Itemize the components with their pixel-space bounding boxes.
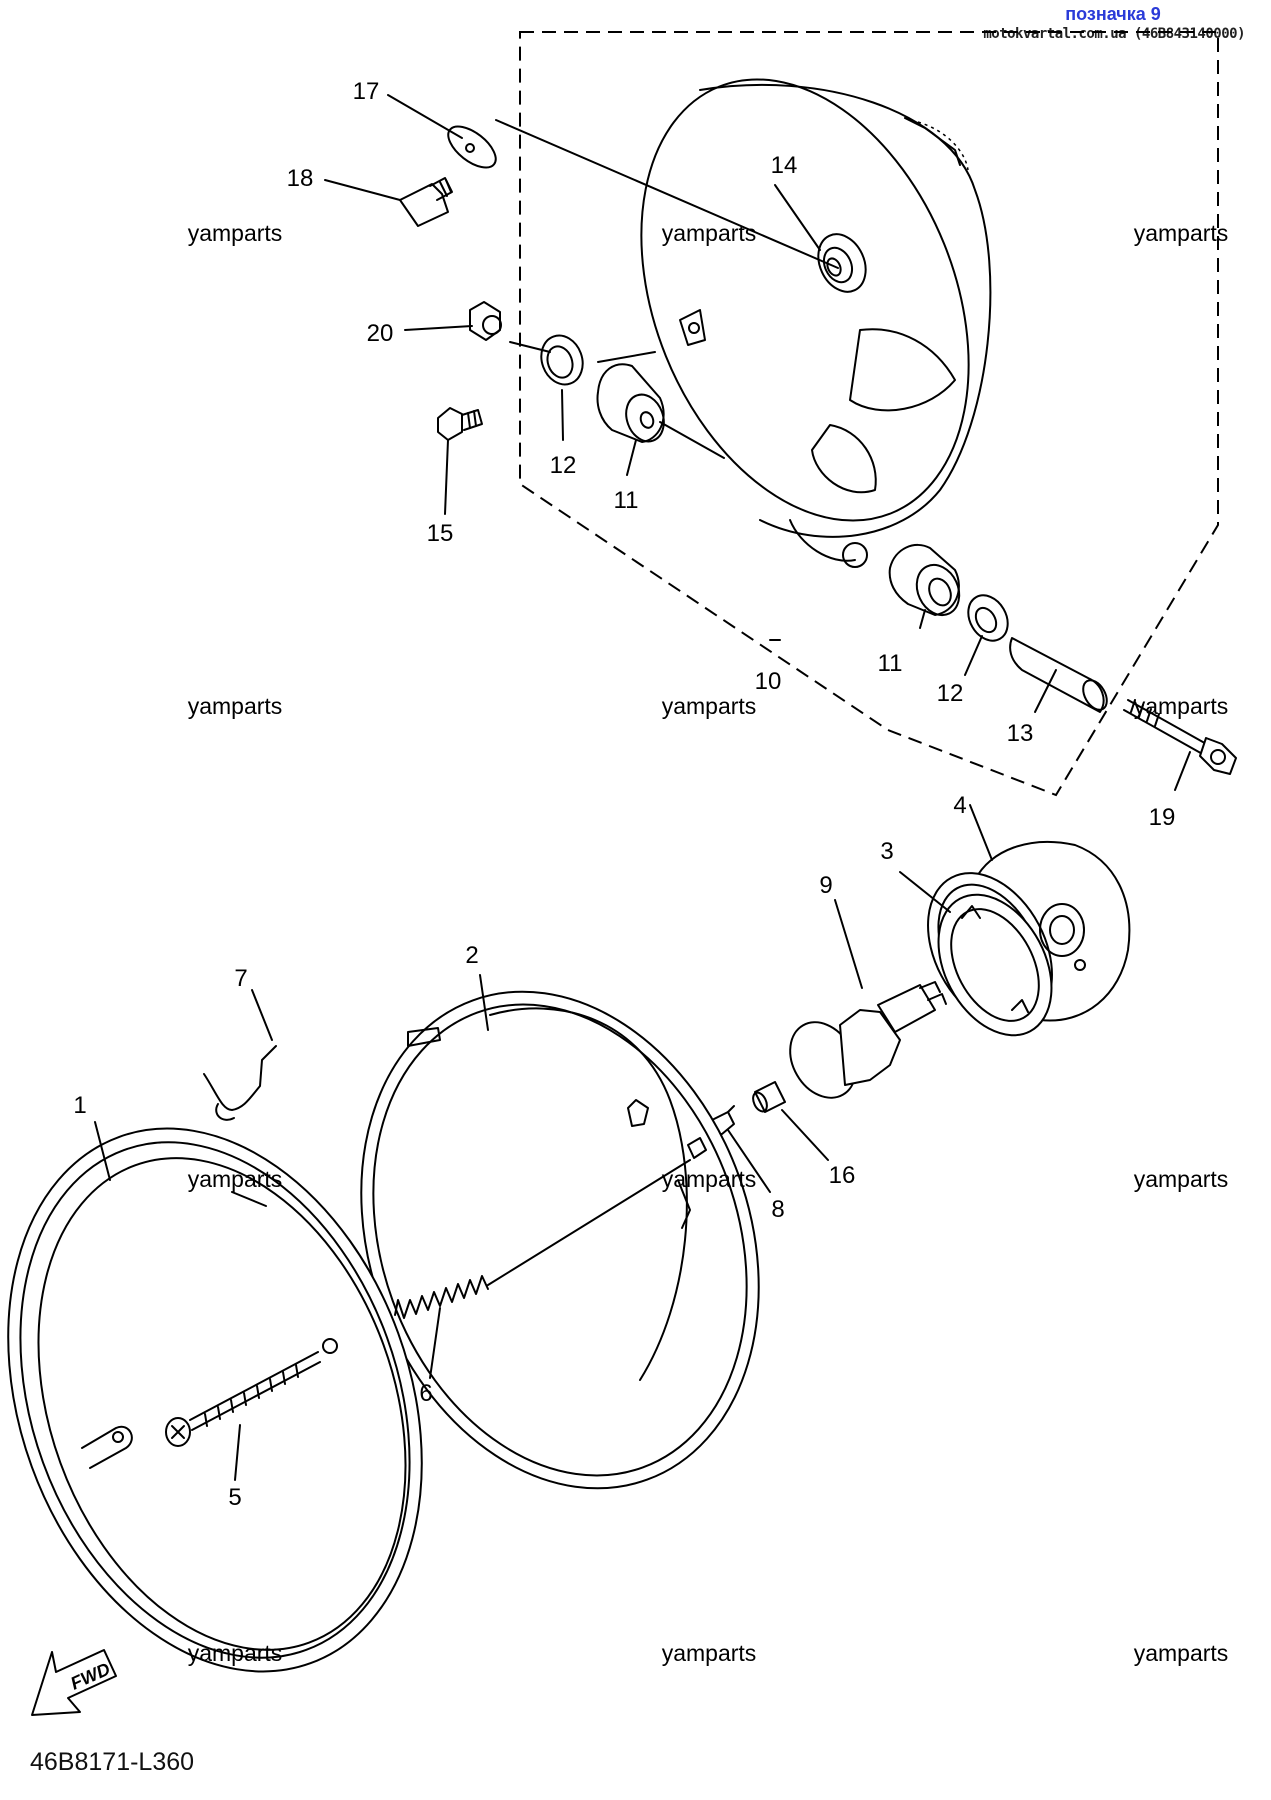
part-13-collar bbox=[1009, 637, 1108, 713]
callout-11-lower: 11 bbox=[877, 650, 903, 677]
callout-16: 16 bbox=[828, 1162, 856, 1189]
part-5-screw bbox=[165, 1351, 321, 1447]
part-10-headlight-housing bbox=[640, 78, 992, 568]
part-14-grommet bbox=[817, 233, 867, 293]
watermark: yamparts bbox=[661, 1640, 757, 1666]
callout-15: 15 bbox=[426, 520, 454, 547]
part-12-bushing-upper bbox=[540, 334, 584, 386]
callout-4: 4 bbox=[953, 792, 967, 819]
callout-6: 6 bbox=[419, 1380, 433, 1407]
fwd-arrow-icon: FWD bbox=[31, 1649, 117, 1716]
diagram-code: 46B8171-L360 bbox=[30, 1748, 195, 1776]
callout-1: 1 bbox=[73, 1092, 87, 1119]
part-1-rim bbox=[7, 1127, 423, 1673]
part-16-cap bbox=[752, 1081, 786, 1113]
part-19-bolt bbox=[1123, 699, 1237, 775]
part-12-bushing-lower bbox=[967, 594, 1009, 642]
watermark: yamparts bbox=[1133, 693, 1229, 719]
watermark: yamparts bbox=[1133, 1640, 1229, 1666]
part-7-clip bbox=[203, 1045, 277, 1121]
part-18-screw bbox=[399, 177, 453, 227]
part-11-mount-lower bbox=[888, 543, 961, 617]
callout-10: 10 bbox=[754, 668, 782, 695]
watermark: yamparts bbox=[661, 1166, 757, 1192]
part-3-bulb-holder bbox=[937, 893, 1053, 1037]
source-caption: motokvartal.com.ua (46B843140000) bbox=[983, 26, 1245, 42]
part-15-bolt bbox=[437, 407, 483, 441]
callout-14: 14 bbox=[770, 152, 798, 179]
watermark: yamparts bbox=[1133, 1166, 1229, 1192]
watermark: yamparts bbox=[661, 220, 757, 246]
callout-2: 2 bbox=[465, 942, 479, 969]
callout-9: 9 bbox=[819, 872, 833, 899]
watermark: yamparts bbox=[187, 1640, 283, 1666]
callout-17: 17 bbox=[352, 78, 380, 105]
callout-13: 13 bbox=[1006, 720, 1034, 747]
assembly-boundary bbox=[519, 31, 1219, 797]
watermark: yamparts bbox=[187, 693, 283, 719]
watermark: yamparts bbox=[1133, 220, 1229, 246]
callout-18: 18 bbox=[286, 165, 314, 192]
callout-7: 7 bbox=[234, 965, 248, 992]
callout-11-upper: 11 bbox=[613, 487, 639, 514]
callout-20: 20 bbox=[366, 320, 394, 347]
callout-12-upper: 12 bbox=[549, 452, 577, 479]
part-17-washer bbox=[447, 125, 497, 169]
callout-8: 8 bbox=[771, 1196, 785, 1223]
callout-3: 3 bbox=[880, 838, 894, 865]
part-11-mount-upper bbox=[596, 363, 665, 443]
diagram-reference-link[interactable]: позначка 9 bbox=[1065, 4, 1161, 24]
callout-19: 19 bbox=[1148, 804, 1176, 831]
part-9-bulb bbox=[789, 981, 947, 1099]
part-20-nut bbox=[469, 301, 502, 341]
callout-12-lower: 12 bbox=[936, 680, 964, 707]
callout-5: 5 bbox=[228, 1484, 242, 1511]
watermark: yamparts bbox=[187, 1166, 283, 1192]
watermark: yamparts bbox=[661, 693, 757, 719]
leader-lines bbox=[94, 94, 1191, 1481]
watermark: yamparts bbox=[187, 220, 283, 246]
